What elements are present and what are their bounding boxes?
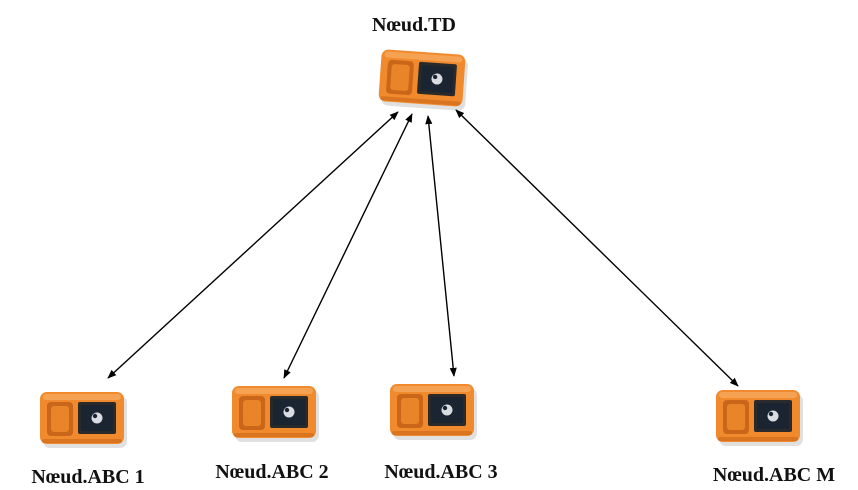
device-screen-glyph <box>441 404 453 416</box>
device-highlight <box>235 388 313 394</box>
device-edge <box>718 437 798 441</box>
device-highlight <box>43 394 121 400</box>
device-edge <box>234 433 314 437</box>
leaf-node-label: Nœud.ABC 1 <box>31 466 144 488</box>
sensor-node-icon <box>378 49 468 111</box>
leaf-node-2: Nœud.ABC 2 <box>215 386 329 483</box>
center-node-label: Nœud.TD <box>372 14 456 36</box>
device-screen-glyph <box>283 406 295 418</box>
device-highlight <box>393 386 471 392</box>
device-screen-glyph-dot <box>432 74 438 80</box>
link-td-abcm <box>455 109 739 387</box>
leaf-node-3: Nœud.ABC 3 <box>384 384 498 483</box>
device-panel-inner <box>390 64 410 91</box>
device-screen-glyph-dot <box>92 413 98 419</box>
leaf-node-label: Nœud.ABC 3 <box>384 461 497 483</box>
links-layer <box>107 109 739 387</box>
link-td-abc3 <box>425 115 457 377</box>
device-screen-glyph-dot <box>442 405 448 411</box>
sensor-node-icon <box>390 384 477 440</box>
device-screen-glyph <box>767 410 779 422</box>
device-screen-glyph-dot <box>284 407 290 413</box>
device-edge <box>392 431 472 435</box>
link-td-abc2 <box>283 113 413 379</box>
device-highlight <box>719 392 797 398</box>
device-highlight <box>384 51 463 63</box>
device-screen-glyph-dot <box>768 411 774 417</box>
leaf-node-label: Nœud.ABC 2 <box>215 461 328 483</box>
sensor-node-icon <box>40 392 127 448</box>
leaf-node-m: Nœud.ABC M <box>713 390 835 486</box>
sensor-node-icon <box>716 390 803 446</box>
device-panel-inner <box>727 404 745 430</box>
device-panel-inner <box>401 398 419 424</box>
device-edge <box>380 96 461 106</box>
center-node: Nœud.TD <box>372 14 468 111</box>
device-screen-glyph <box>91 412 103 424</box>
device-panel-inner <box>51 406 69 432</box>
link-td-abc1 <box>107 111 399 379</box>
device-edge <box>42 439 122 443</box>
leaf-node-label: Nœud.ABC M <box>713 464 835 486</box>
leaf-node-1: Nœud.ABC 1 <box>31 392 145 488</box>
device-panel-inner <box>243 400 261 426</box>
sensor-node-icon <box>232 386 319 442</box>
